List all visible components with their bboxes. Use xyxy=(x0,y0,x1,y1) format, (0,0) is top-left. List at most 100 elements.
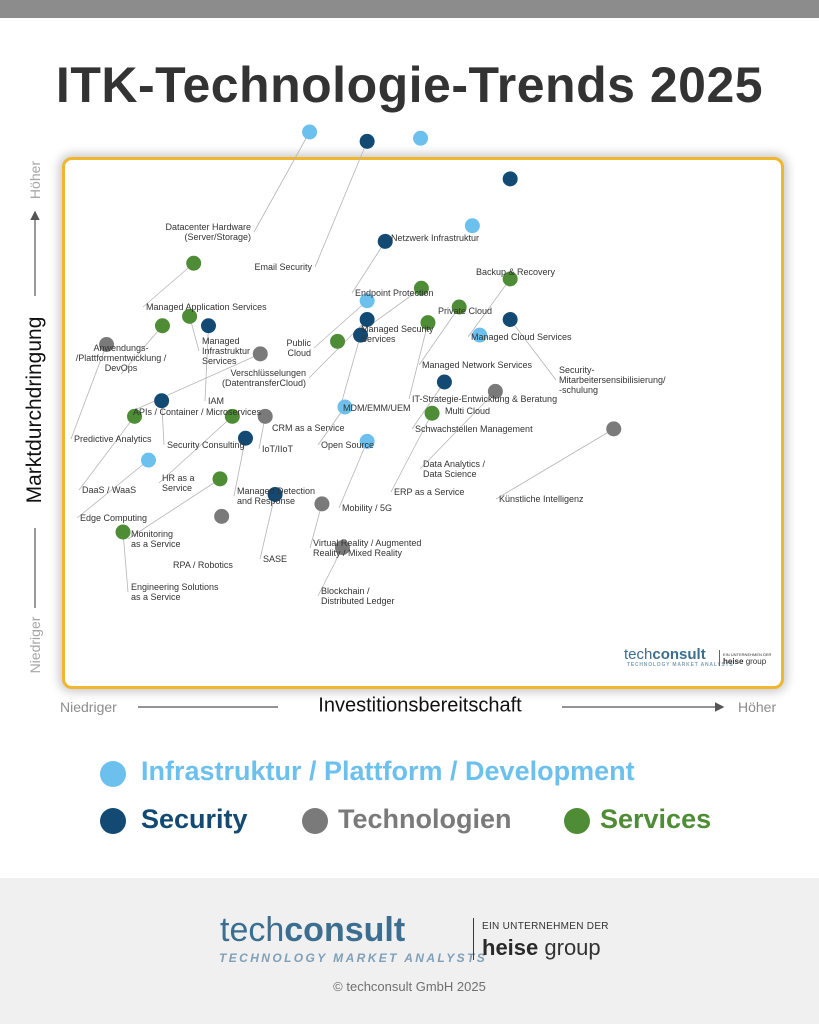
point-label-security-consulting: Security Consulting xyxy=(167,440,245,450)
legend-dot-technologien xyxy=(302,808,328,834)
point-public xyxy=(359,293,375,309)
point-managed-application-services xyxy=(186,255,202,271)
point-it-strategie-entwicklung-beratung xyxy=(420,315,436,331)
legend-dot-infrastruktur xyxy=(100,761,126,787)
point-managed-cloud-services xyxy=(502,271,518,287)
footer-logo-brand-bold: consult xyxy=(284,911,406,949)
connector-schwachstellen-management xyxy=(411,381,445,430)
point-label-endpoint-protection: Endpoint Protection xyxy=(355,288,434,298)
chart-watermark-logo: techconsult xyxy=(624,646,706,663)
copyright: © techconsult GmbH 2025 xyxy=(333,979,486,994)
point-sase xyxy=(267,487,283,502)
point-label-multi-cloud: Multi Cloud xyxy=(445,406,490,416)
point-label-security: Security-Mitarbeitersensibilisierung/-sc… xyxy=(559,365,666,395)
point-k-nstliche-intelligenz xyxy=(606,421,622,437)
point-label-it-strategie-entwicklung-beratung: IT-Strategie-Entwicklung & Beratung xyxy=(412,394,557,404)
connector-monitoring xyxy=(127,478,221,540)
connector-blockchain xyxy=(317,547,343,597)
chart-watermark-brand-bold: consult xyxy=(652,646,706,663)
connector-edge-computing xyxy=(76,459,149,519)
point-iot-iiot xyxy=(257,408,273,424)
legend-label-infrastruktur: Infrastruktur / Plattform / Development xyxy=(141,756,635,786)
connector-engineering-solutions xyxy=(122,531,129,593)
point-apis-container-microservices xyxy=(252,346,268,362)
point-data-analytics xyxy=(487,383,503,399)
point-edge-computing xyxy=(140,452,156,468)
point-label-private-cloud: Private Cloud xyxy=(438,306,492,316)
point-verschl-sselungen xyxy=(359,312,375,327)
point-predictive-analytics xyxy=(99,337,115,352)
point-security xyxy=(502,312,518,327)
point-schwachstellen-management xyxy=(436,374,452,390)
page-title: ITK-Technologie-Trends 2025 xyxy=(55,57,764,113)
point-label-managed-cloud-services: Managed Cloud Services xyxy=(471,332,572,342)
point-label-k-nstliche-intelligenz: Künstliche Intelligenz xyxy=(499,494,584,504)
connector-data-analytics xyxy=(419,391,496,470)
point-blockchain xyxy=(334,540,350,556)
point-label-data-analytics: Data Analytics /Data Science xyxy=(423,459,486,479)
point-label-daas-waas: DaaS / WaaS xyxy=(82,485,136,495)
legend-dot-security xyxy=(100,808,126,834)
legend-label-security: Security xyxy=(141,804,248,834)
point-label-iot-iiot: IoT/IIoT xyxy=(262,444,294,454)
legend-label-services: Services xyxy=(600,804,712,834)
point-label-open-source: Open Source xyxy=(321,440,374,450)
connector-hr-as-a xyxy=(158,416,233,484)
point-private-cloud xyxy=(464,218,480,234)
chart-watermark-tagline: TECHNOLOGY MARKET ANALYSTS xyxy=(627,662,734,668)
legend: Infrastruktur / Plattform / Development … xyxy=(0,0,819,834)
point-virtual-reality-augmented xyxy=(314,496,330,512)
chart-watermark-separator xyxy=(719,650,720,666)
footer xyxy=(0,878,819,1024)
y-axis-high-label: Höher xyxy=(27,160,43,200)
chart-watermark-heise-bold: heise xyxy=(723,657,744,666)
point-managed-security xyxy=(413,280,429,296)
point-mdm-emm-uem xyxy=(353,327,369,343)
y-axis-title: Marktdurchdringung xyxy=(23,316,46,504)
footer-logo-separator xyxy=(473,918,474,960)
connector-anwendungs xyxy=(120,325,163,375)
footer-heise-bold: heise xyxy=(482,935,539,960)
connector-managed-network-services xyxy=(418,306,460,366)
point-rpa-robotics xyxy=(214,508,230,524)
point-label-managed-network-services: Managed Network Services xyxy=(422,360,533,370)
footer-logo-brand-light: tech xyxy=(220,911,285,949)
point-managed-network-services xyxy=(451,299,467,315)
top-bar xyxy=(0,0,819,18)
point-label-managed-application-services: Managed Application Services xyxy=(146,302,267,312)
point-hr-as-a xyxy=(224,408,240,424)
point-iam xyxy=(200,318,216,334)
point-label-mdm-emm-uem: MDM/EMM/UEM xyxy=(343,403,411,413)
connector-erp-as-a-service xyxy=(390,413,433,493)
point-label-datacenter-hardware: Datacenter Hardware(Server/Storage) xyxy=(165,222,251,242)
point-label-netzwerk-infrastruktur: Netzwerk Infrastruktur xyxy=(391,233,479,243)
footer-logo: techconsult xyxy=(220,911,405,950)
point-label-verschl-sselungen: Verschlüsselungen(DatentransferCloud) xyxy=(222,368,306,388)
x-axis-low-label: Niedriger xyxy=(60,699,117,715)
point-label-anwendungs: Anwendungs-/Plattformentwicklung /DevOps xyxy=(76,343,167,373)
point-mobility-5g xyxy=(359,433,375,449)
connector-public xyxy=(313,300,368,349)
connector-security xyxy=(509,319,557,381)
point-label-backup-recovery: Backup & Recovery xyxy=(476,267,556,277)
point-label-email-security: Email Security xyxy=(254,262,312,272)
connector-k-nstliche-intelligenz xyxy=(495,428,614,500)
point-label-iam: IAM xyxy=(208,396,224,406)
point-label-erp-as-a-service: ERP as a Service xyxy=(394,487,464,497)
point-email-security xyxy=(359,133,375,149)
connector-mdm-emm-uem xyxy=(339,335,361,409)
connector-iam xyxy=(204,325,209,402)
connector-managed-application-services xyxy=(142,262,194,308)
connector-open-source xyxy=(317,406,346,446)
x-axis-title: Investitionsbereitschaft xyxy=(318,694,522,717)
point-label-rpa-robotics: RPA / Robotics xyxy=(173,560,233,570)
point-label-edge-computing: Edge Computing xyxy=(80,513,147,523)
chart-watermark-heise: heise group xyxy=(723,657,766,666)
